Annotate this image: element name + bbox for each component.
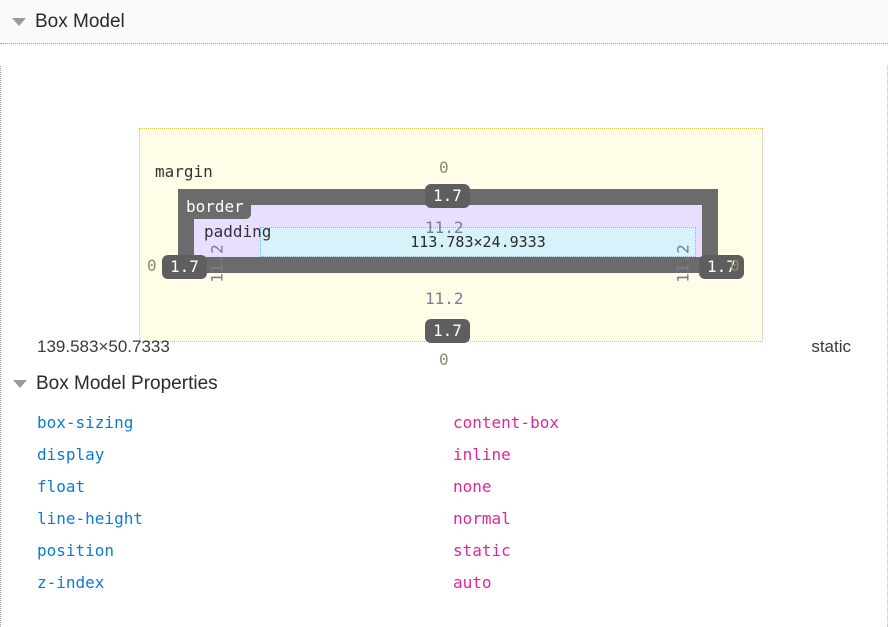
property-name[interactable]: line-height [37,508,143,528]
box-model-properties-header[interactable]: Box Model Properties [1,368,887,400]
element-size-label: 139.583×50.7333 [37,337,170,356]
table-row: float none [1,470,887,502]
property-value[interactable]: inline [453,444,511,464]
page-title: Box Model [35,10,125,32]
table-row: box-sizing content-box [1,406,887,438]
property-value[interactable]: normal [453,508,511,528]
margin-region-label: margin [155,162,213,181]
border-bottom-value[interactable]: 1.7 [425,319,470,343]
property-value[interactable]: none [453,476,492,496]
element-position-label: static [811,337,851,356]
padding-left-value[interactable]: 11.2 [207,244,227,283]
border-right-value[interactable]: 1.7 [699,255,744,279]
border-region-label: border [179,196,251,219]
table-row: display inline [1,438,887,470]
property-value[interactable]: content-box [453,412,559,432]
box-model-header[interactable]: Box Model [0,0,888,44]
property-name[interactable]: z-index [37,572,105,592]
border-left-value[interactable]: 1.7 [162,255,207,279]
property-name[interactable]: box-sizing [37,412,134,432]
property-name[interactable]: display [37,444,105,464]
property-value[interactable]: auto [453,572,492,592]
margin-bottom-value[interactable]: 0 [439,350,449,369]
padding-right-value[interactable]: 11.2 [673,244,693,283]
property-name[interactable]: position [37,540,115,560]
margin-top-value[interactable]: 0 [439,158,449,177]
content-box[interactable]: 113.783×24.9333 [260,227,696,257]
box-model-properties-list: box-sizing content-box display inline fl… [1,400,887,598]
chevron-down-icon[interactable] [13,380,27,388]
box-model-body: 113.783×24.9333 margin border padding 0 … [0,66,888,627]
margin-right-value[interactable]: 0 [730,256,740,275]
property-name[interactable]: float [37,476,86,496]
box-model-diagram: 113.783×24.9333 margin border padding 0 … [1,66,887,369]
border-top-value[interactable]: 1.7 [425,184,470,208]
padding-region-label: padding [204,222,272,241]
table-row: z-index auto [1,566,887,598]
box-model-properties-title: Box Model Properties [36,373,218,394]
table-row: position static [1,534,887,566]
margin-left-value[interactable]: 0 [147,256,157,275]
table-row: line-height normal [1,502,887,534]
padding-top-value[interactable]: 11.2 [425,218,464,237]
chevron-down-icon[interactable] [12,17,26,26]
box-model-summary: 139.583×50.7333 static [1,326,887,368]
property-value[interactable]: static [453,540,511,560]
padding-bottom-value[interactable]: 11.2 [425,289,464,308]
content-size-label: 113.783×24.9333 [410,233,546,251]
